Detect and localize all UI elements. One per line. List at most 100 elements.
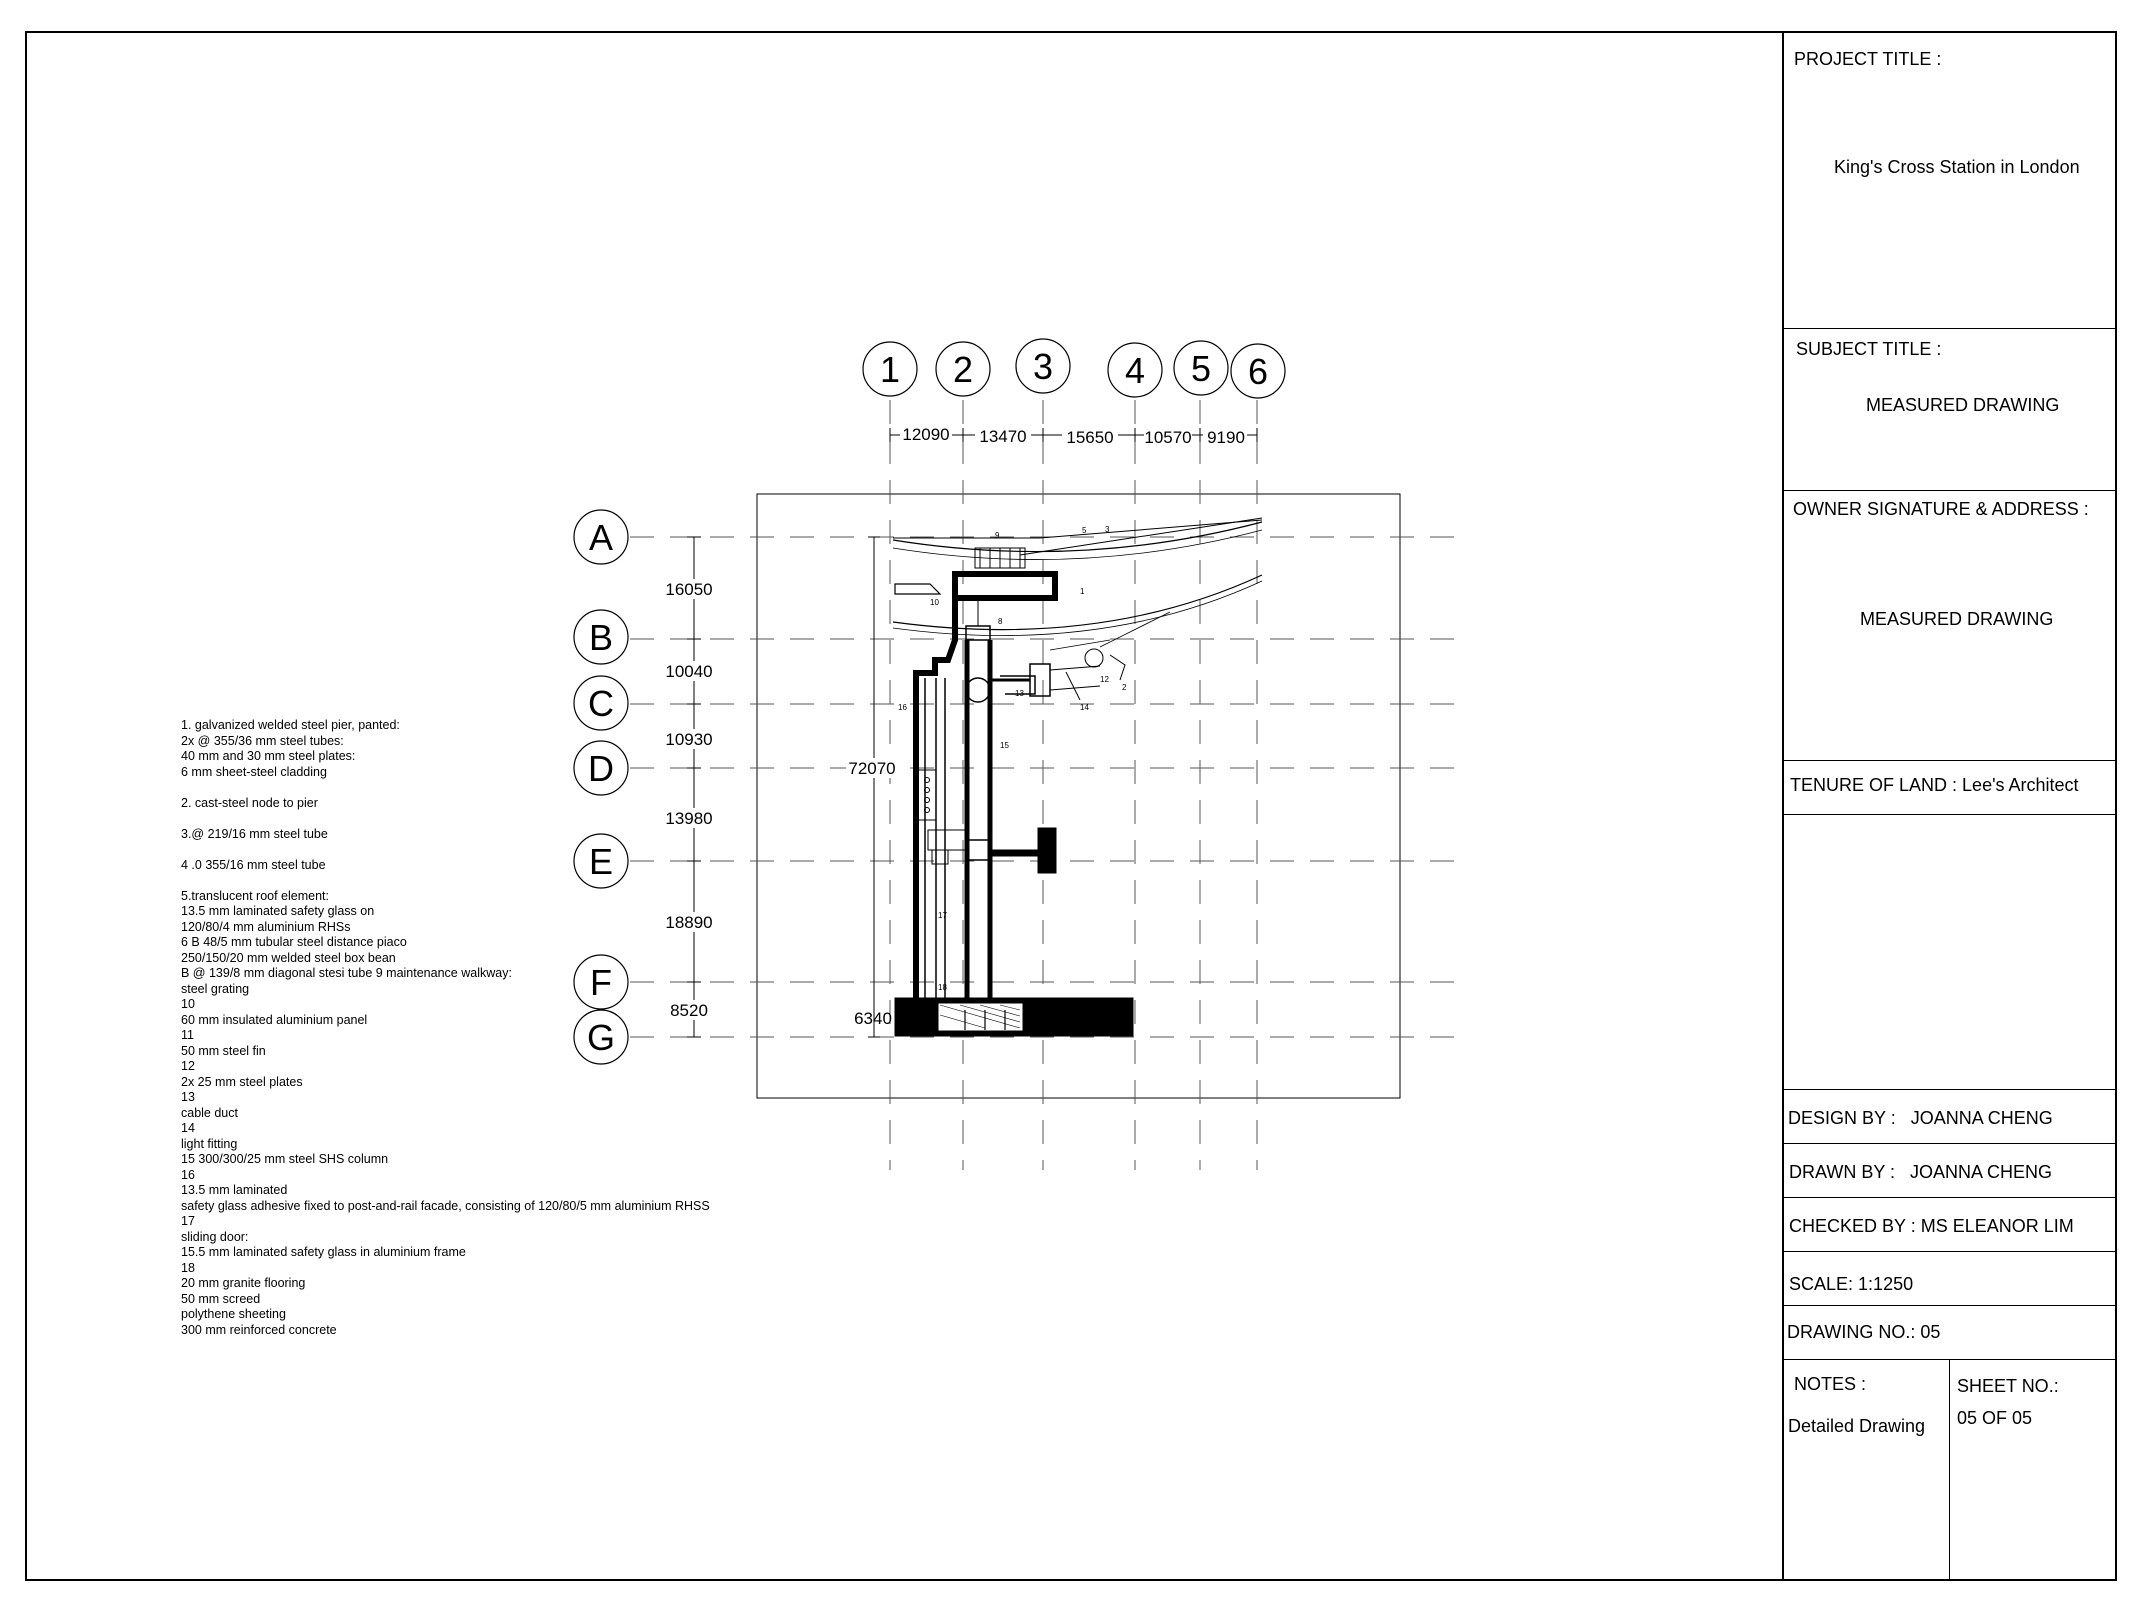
project-title-cell: PROJECT TITLE : King's Cross Station in … — [1784, 31, 2117, 329]
checked-by-label: CHECKED BY : MS ELEANOR LIM — [1789, 1216, 2074, 1236]
dim-total-height: 72070 — [848, 759, 895, 778]
svg-text:C: C — [588, 683, 614, 724]
design-by-value: JOANNA CHENG — [1910, 1108, 2053, 1128]
column-bubble-1: 1 — [862, 341, 918, 397]
callout-8: 8 — [998, 617, 1003, 626]
scale-value: 1:1250 — [1858, 1274, 1914, 1294]
drawn-by-cell: DRAWN BY : JOANNA CHENG — [1784, 1144, 2117, 1198]
note-spacer — [181, 873, 741, 889]
row-bubble-d: D — [573, 740, 629, 796]
callout-12: 12 — [1100, 675, 1109, 684]
note-line: 13 — [181, 1090, 195, 1104]
callout-18: 18 — [938, 983, 947, 992]
svg-text:6: 6 — [1248, 351, 1268, 392]
note-line: 20 mm granite flooring — [181, 1276, 306, 1290]
dim-row-b-c: 10040 — [665, 662, 712, 681]
drawing-no-cell: DRAWING NO.: 05 — [1784, 1306, 2117, 1360]
svg-text:3: 3 — [1033, 346, 1053, 387]
callout-3: 3 — [1105, 525, 1110, 534]
drawn-by-value: JOANNA CHENG — [1910, 1162, 2053, 1182]
note-line: 60 mm insulated aluminium panel — [181, 1012, 368, 1027]
svg-text:2: 2 — [953, 349, 973, 390]
note-line: 4 .0 355/16 mm steel tube — [181, 857, 326, 872]
note-line: safety glass adhesive fixed to post-and-… — [181, 1198, 710, 1213]
scale-label: SCALE: 1:1250 — [1789, 1274, 1914, 1294]
note-line: 10 — [181, 997, 195, 1011]
callout-16: 16 — [898, 703, 907, 712]
drawn-by-label: DRAWN BY : JOANNA CHENG — [1789, 1162, 2053, 1182]
dim-row-d-e: 13980 — [665, 809, 712, 828]
viewport-frame — [756, 493, 1401, 1099]
column-bubble-3: 3 — [1015, 338, 1071, 394]
callout-5: 5 — [1082, 526, 1087, 535]
project-title: King's Cross Station in London — [1834, 157, 2080, 177]
drawing-no-label: DRAWING NO.: 05 — [1787, 1322, 1941, 1342]
note-line: 13.5 mm laminated — [181, 1183, 288, 1197]
svg-text:5: 5 — [1191, 348, 1211, 389]
design-by-cell: DESIGN BY : JOANNA CHENG — [1784, 1090, 2117, 1144]
note-spacer — [181, 842, 741, 858]
notes-value: Detailed Drawing — [1788, 1416, 1926, 1436]
row-dimension-line — [687, 536, 701, 1038]
notes-sheet-row: NOTES : Detailed Drawing SHEET NO.: 05 O… — [1784, 1360, 2117, 1579]
note-line: 250/150/20 mm welded steel box bean — [181, 950, 396, 965]
blank-cell — [1784, 815, 2117, 1090]
notes-label: NOTES : — [1794, 1374, 1867, 1394]
note-line: 13.5 mm laminated safety glass on — [181, 904, 375, 918]
sheet-no-value: 05 OF 05 — [1957, 1408, 2033, 1428]
design-by-label: DESIGN BY : JOANNA CHENG — [1788, 1108, 2053, 1128]
scale-cell: SCALE: 1:1250 — [1784, 1252, 2117, 1306]
row-bubble-b: B — [573, 609, 629, 665]
column-bubble-6: 6 — [1230, 343, 1286, 399]
callout-14: 14 — [1080, 703, 1089, 712]
dim-col-5-6: 9190 — [1207, 428, 1245, 447]
note-line: 18 — [181, 1260, 195, 1275]
note-line: 3.@ 219/16 mm steel tube — [181, 826, 328, 841]
note-line: 120/80/4 mm aluminium RHSs — [181, 919, 351, 934]
material-notes-list: 1. galvanized welded steel pier, panted:… — [181, 718, 741, 1338]
column-gridlines — [889, 400, 1258, 1170]
note-line: 6 B 48/5 mm tubular steel distance piaco — [181, 935, 407, 949]
row-bubble-c: C — [573, 675, 629, 731]
dim-row-c-d: 10930 — [665, 730, 712, 749]
tenure-label: TENURE OF LAND : Lee's Architect — [1790, 775, 2079, 795]
dim-col-3-4: 15650 — [1066, 428, 1113, 447]
note-line: 50 mm screed — [181, 1291, 261, 1306]
note-line: 15.5 mm laminated safety glass in alumin… — [181, 1245, 466, 1259]
row-bubble-e: E — [573, 833, 629, 889]
title-block: PROJECT TITLE : King's Cross Station in … — [1782, 31, 2117, 1581]
row-bubble-f: F — [573, 954, 629, 1010]
svg-text:F: F — [590, 962, 612, 1003]
note-spacer — [181, 780, 741, 796]
sheet-no-label: SHEET NO.: — [1957, 1376, 2059, 1396]
row-bubble-g: G — [573, 1009, 629, 1065]
callout-1: 1 — [1080, 587, 1085, 596]
roof-gutter-box — [894, 547, 1058, 601]
callout-9: 9 — [995, 531, 1000, 540]
note-line: cable duct — [181, 1105, 238, 1120]
note-line: 40 mm and 30 mm steel plates: — [181, 749, 356, 763]
note-line: 300 mm reinforced concrete — [181, 1322, 337, 1337]
drawing-no-value: 05 — [1920, 1322, 1941, 1342]
svg-text:E: E — [589, 841, 613, 882]
note-line: sliding door: — [181, 1229, 249, 1244]
overall-height-dimension — [868, 536, 880, 1038]
callout-10: 10 — [930, 598, 939, 607]
svg-text:B: B — [589, 617, 613, 658]
pier-structure — [913, 598, 1126, 998]
tenure-cell: TENURE OF LAND : Lee's Architect — [1784, 761, 2117, 815]
svg-text:A: A — [589, 517, 613, 558]
note-line: B @ 139/8 mm diagonal stesi tube 9 maint… — [181, 966, 512, 980]
svg-text:D: D — [588, 748, 614, 789]
note-line: 15 300/300/25 mm steel SHS column — [181, 1152, 389, 1166]
note-line: steel grating — [181, 981, 250, 996]
column-bubble-4: 4 — [1107, 342, 1163, 398]
subject-title: MEASURED DRAWING — [1866, 395, 2060, 415]
subject-title-cell: SUBJECT TITLE : MEASURED DRAWING — [1784, 329, 2117, 491]
tenure-value: Lee's Architect — [1962, 775, 2079, 795]
dim-row-a-b: 16050 — [665, 580, 712, 599]
roof-structure — [892, 517, 1263, 651]
dim-row-f-g: 8520 — [670, 1001, 708, 1020]
note-line: 5.translucent roof element: — [181, 888, 329, 903]
